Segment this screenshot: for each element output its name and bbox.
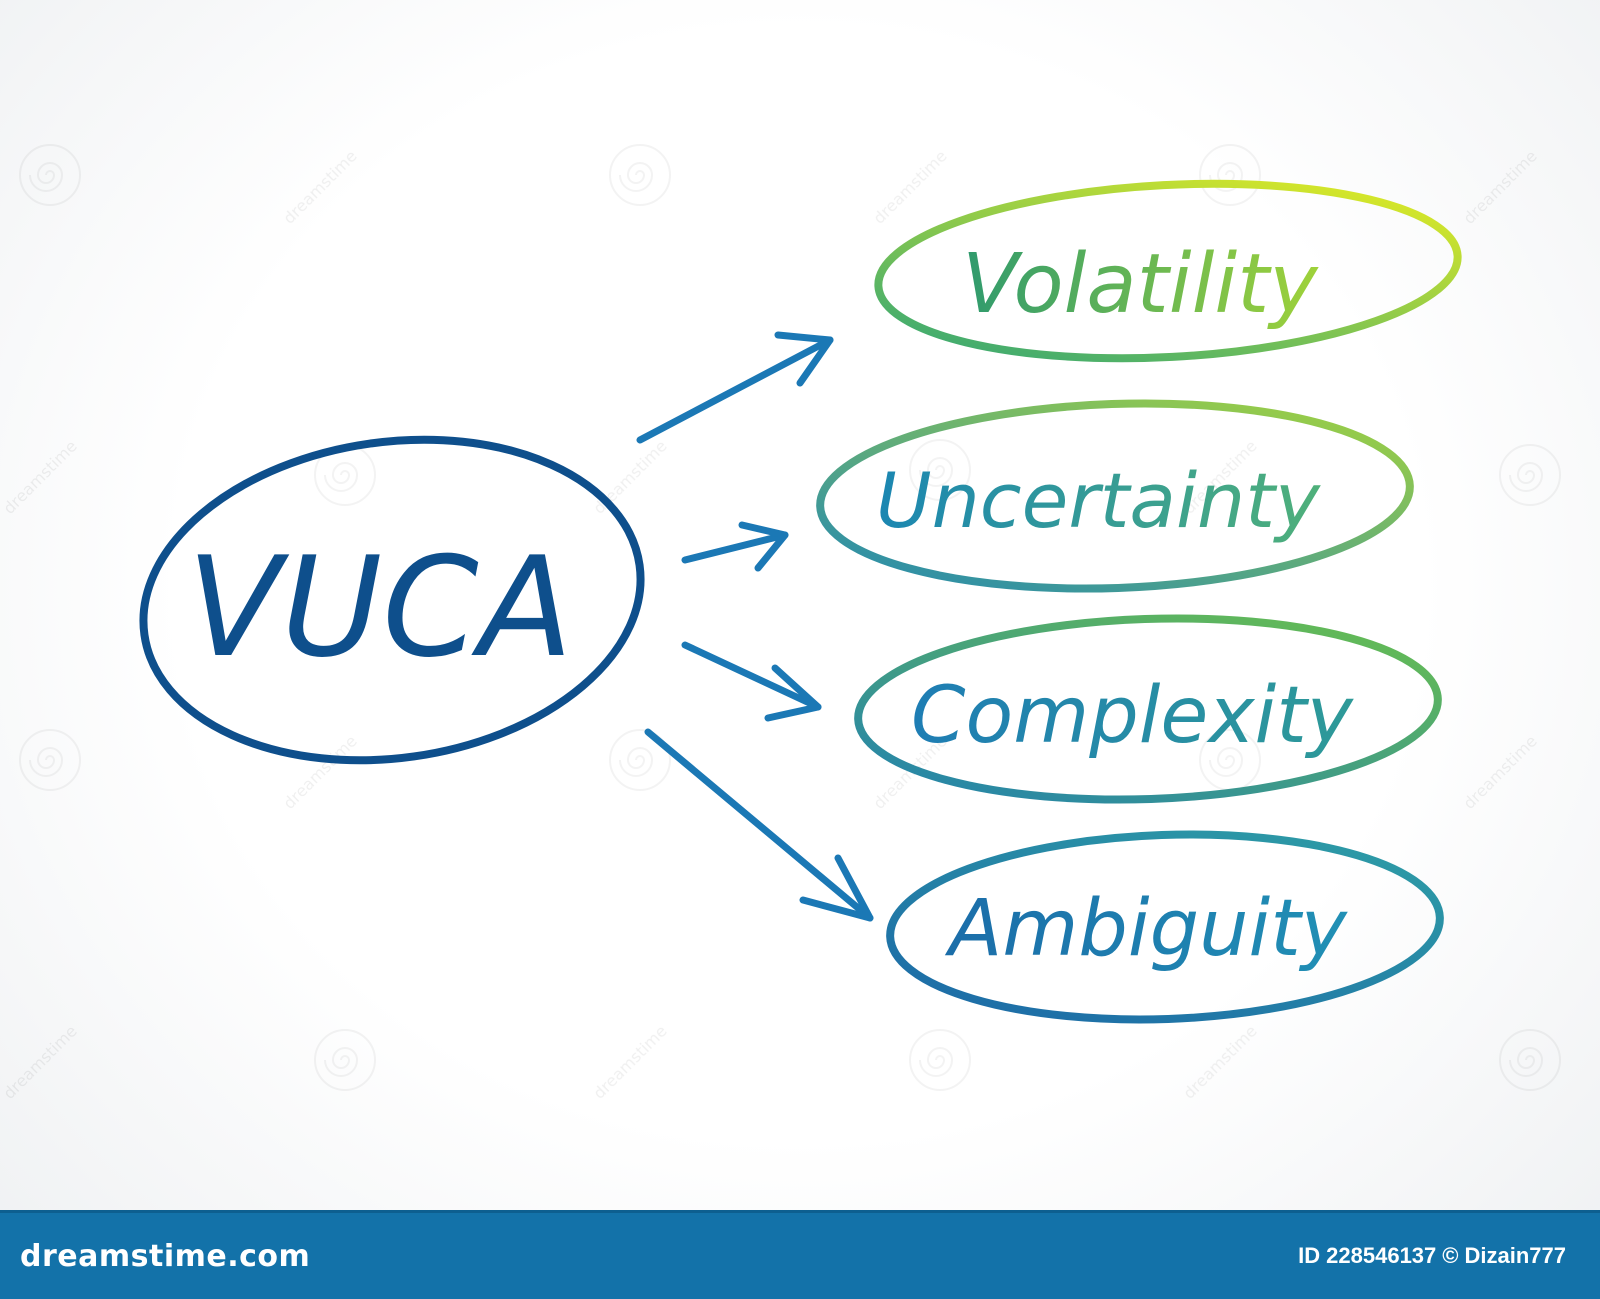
volatility-label: Volatility <box>962 237 1319 332</box>
dreamstime-spiral-icon <box>1499 1029 1561 1091</box>
arrow-to-volatility <box>636 331 834 444</box>
dreamstime-spiral-icon <box>1499 444 1561 506</box>
uncertainty-label: Uncertainty <box>876 456 1321 545</box>
watermark-text: dreamstime <box>589 436 670 517</box>
node-ambiguity: Ambiguity <box>886 830 1444 1024</box>
watermark-text: dreamstime <box>279 731 360 812</box>
dreamstime-spiral-icon <box>609 144 671 206</box>
footer-id-value: 228546137 <box>1326 1243 1437 1268</box>
node-complexity: Complexity <box>854 614 1442 804</box>
dreamstime-spiral-icon <box>19 144 81 206</box>
complexity-label: Complexity <box>911 671 1355 761</box>
uncertainty-ring <box>816 399 1414 593</box>
vuca-diagram: dreamstime dreamstime dreamstime dreamst… <box>0 144 1561 1103</box>
node-volatility: Volatility <box>874 179 1462 363</box>
center-node: VUCA <box>139 435 645 765</box>
watermark-text: dreamstime <box>1459 731 1540 812</box>
watermark-text: dreamstime <box>869 146 950 227</box>
dreamstime-spiral-icon <box>909 1029 971 1091</box>
arrow-to-complexity <box>681 641 822 722</box>
watermark-text: dreamstime <box>1179 1021 1260 1102</box>
footer-brand[interactable]: dreamstime.com <box>20 1239 311 1274</box>
footer-id-label: ID <box>1298 1243 1321 1268</box>
arrow-to-ambiguity <box>644 728 874 922</box>
watermark-text: dreamstime <box>1459 146 1540 227</box>
watermark-text: dreamstime <box>589 1021 670 1102</box>
watermark-text: dreamstime <box>0 436 81 517</box>
watermark-text: dreamstime <box>0 1021 81 1102</box>
footer-author[interactable]: Dizain777 <box>1464 1243 1567 1268</box>
dreamstime-spiral-icon <box>19 729 81 791</box>
complexity-ring <box>854 614 1442 804</box>
volatility-ring <box>874 179 1462 363</box>
arrow-to-uncertainty <box>681 521 789 572</box>
arrows <box>636 331 874 922</box>
dreamstime-spiral-icon <box>1199 144 1261 206</box>
node-uncertainty: Uncertainty <box>816 399 1414 593</box>
watermark-text: dreamstime <box>279 146 360 227</box>
center-ring <box>139 435 645 765</box>
ambiguity-ring <box>886 830 1444 1024</box>
ambiguity-label: Ambiguity <box>944 884 1349 974</box>
copyright-icon: © <box>1442 1243 1459 1268</box>
dreamstime-spiral-icon <box>314 1029 376 1091</box>
center-label: VUCA <box>187 527 573 688</box>
